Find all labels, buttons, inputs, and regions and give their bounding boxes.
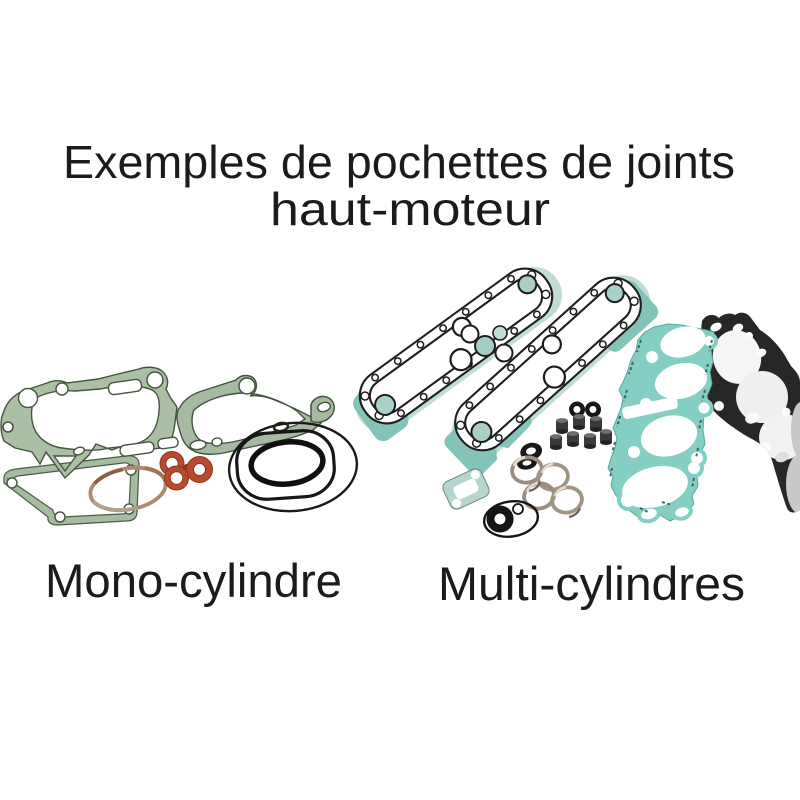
svg-text:Mono-cylindre: Mono-cylindre	[45, 554, 342, 607]
svg-text:Multi-cylindres: Multi-cylindres	[438, 557, 745, 610]
svg-text:Exemples de pochettes de joint: Exemples de pochettes de joints	[63, 136, 735, 188]
svg-text:haut-moteur: haut-moteur	[270, 183, 550, 235]
